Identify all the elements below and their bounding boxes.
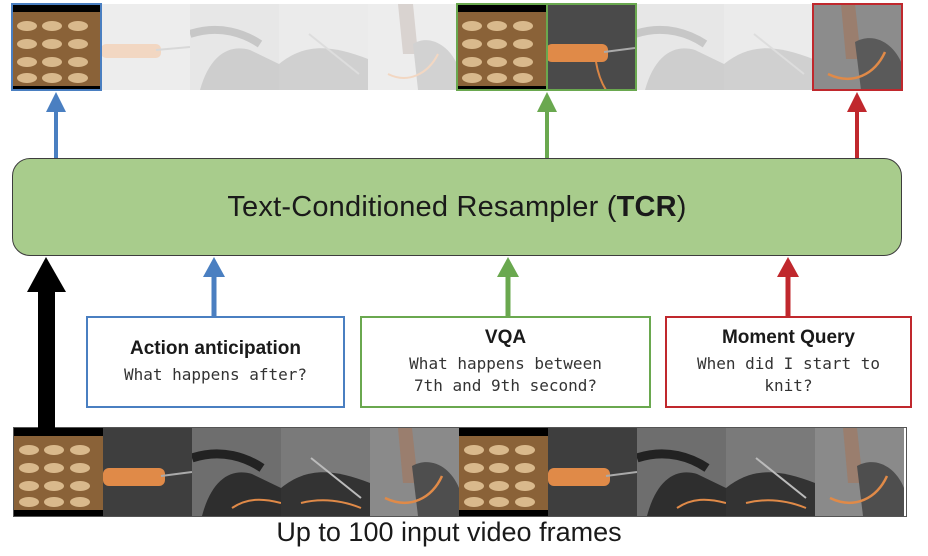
input-frame-knit-texture-2: [459, 428, 548, 516]
action-anticipation-box: Action anticipation What happens after?: [86, 316, 345, 408]
input-frame-hands-yarn: [370, 428, 459, 516]
output-frame-hand-needle: [190, 4, 279, 90]
blue-query-arrow: [203, 257, 225, 316]
moment-query-question-line-1: When did I start to: [696, 354, 881, 373]
input-frame-hands-yarn-2: [815, 428, 904, 516]
black-input-arrow: [27, 257, 66, 428]
input-frame-knitting-yarn: [103, 428, 192, 516]
input-frame-hand-needle: [192, 428, 281, 516]
green-query-arrow: [497, 257, 519, 316]
output-frame-hand-needle-close: [279, 4, 368, 90]
tcr-module: Text-Conditioned Resampler (TCR): [12, 158, 902, 256]
tcr-title: Text-Conditioned Resampler (TCR): [227, 190, 687, 223]
output-frame-hands-yarn: [368, 4, 457, 90]
red-query-arrow: [777, 257, 799, 316]
output-frame-hand-needle-close-2: [724, 4, 813, 90]
vqa-title: VQA: [484, 327, 527, 348]
input-frame-hand-needle-2: [637, 428, 726, 516]
green-output-arrow: [537, 92, 557, 158]
output-frame-hands-yarn-2: [813, 4, 902, 90]
output-frame-strip: [12, 4, 902, 90]
input-frames-caption: Up to 100 input video frames: [276, 517, 622, 547]
blue-output-arrow: [46, 92, 66, 158]
output-frame-hand-needle-2: [635, 4, 724, 90]
output-frame-knitting-yarn: [101, 4, 190, 90]
input-frame-hand-needle-close: [281, 428, 370, 516]
input-frame-knitting-yarn-2: [548, 428, 637, 516]
moment-query-question-line-2: knit?: [764, 376, 813, 395]
action-anticipation-title: Action anticipation: [130, 338, 301, 359]
vqa-question-line-1: What happens between: [409, 354, 602, 373]
input-frame-hand-needle-close-2: [726, 428, 815, 516]
output-frame-knit-texture: [12, 4, 101, 90]
output-frame-knit-texture-2: [457, 4, 546, 90]
moment-query-box: Moment Query When did I start to knit?: [665, 316, 912, 408]
input-frame-strip: [14, 428, 906, 516]
action-anticipation-question: What happens after?: [123, 365, 308, 384]
input-frame-knit-texture: [14, 428, 103, 516]
output-frame-knitting-yarn-2: [546, 4, 635, 90]
vqa-question-line-2: 7th and 9th second?: [413, 376, 598, 395]
vqa-box: VQA What happens between 7th and 9th sec…: [360, 316, 651, 408]
moment-query-title: Moment Query: [721, 327, 856, 348]
red-output-arrow: [847, 92, 867, 158]
knit-texture-image: [12, 4, 101, 90]
